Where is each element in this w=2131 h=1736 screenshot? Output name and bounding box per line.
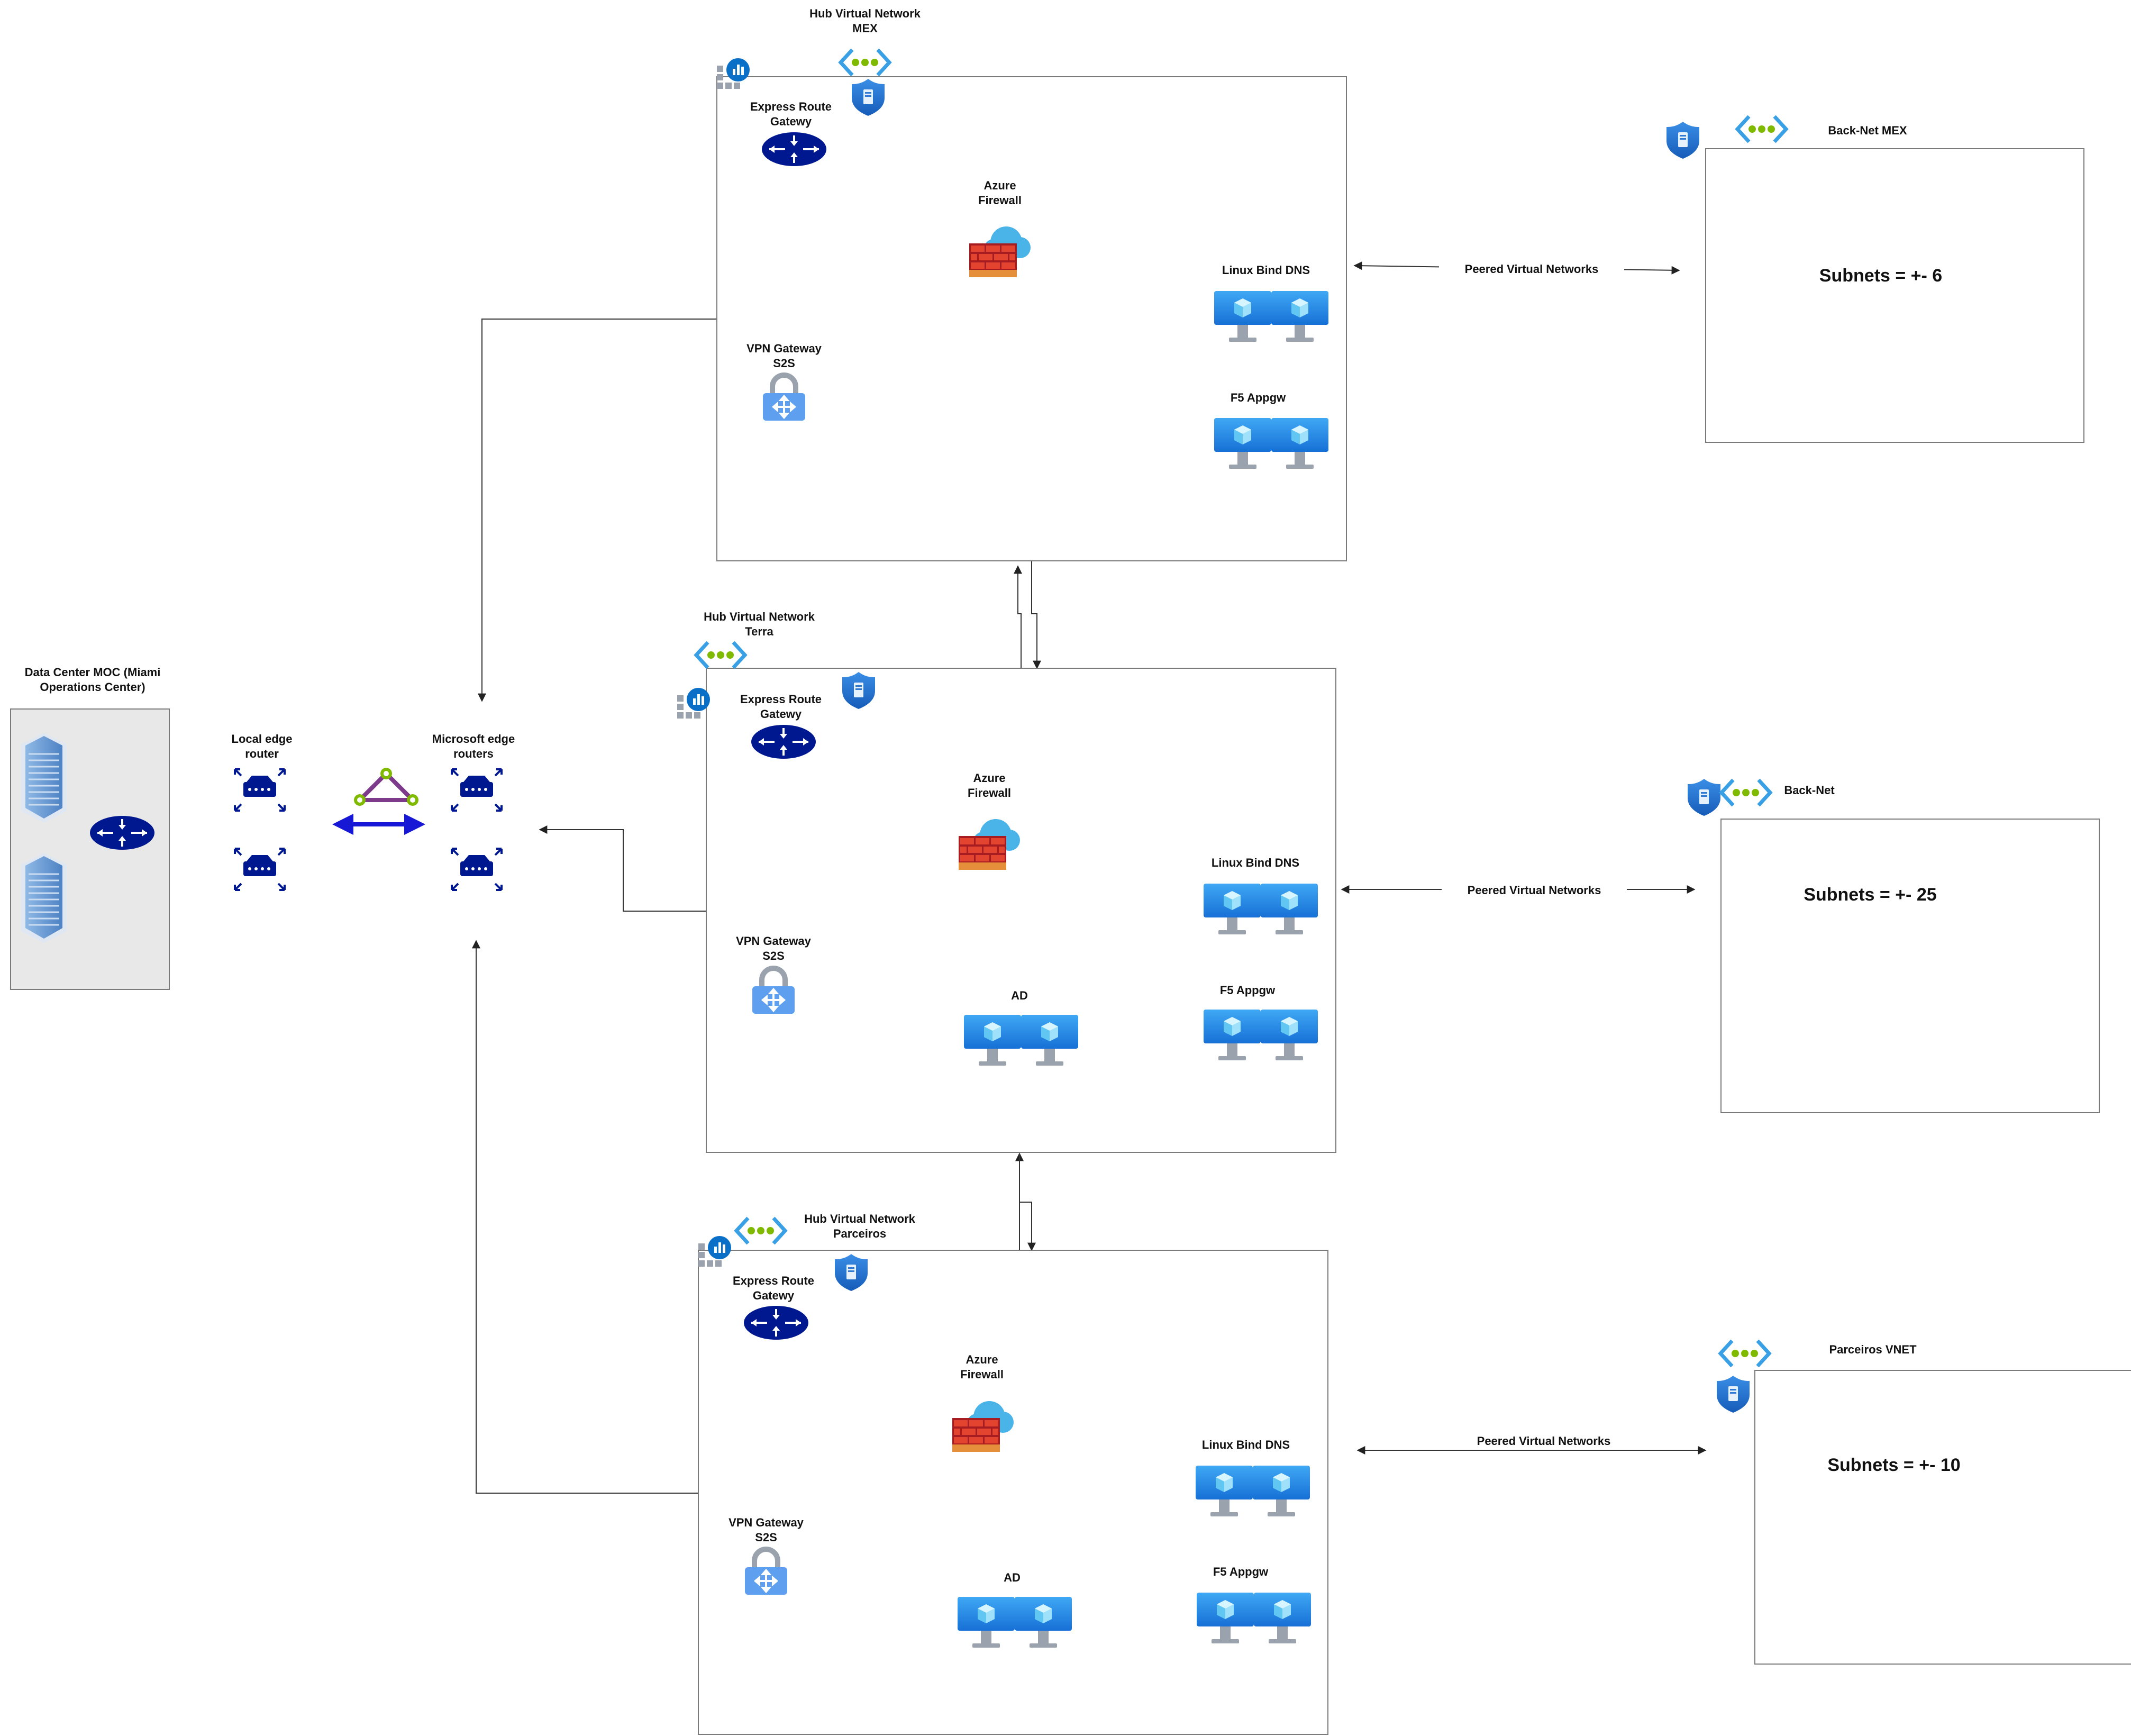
vnet-icon bbox=[841, 50, 889, 75]
shield-icon bbox=[1717, 1376, 1750, 1413]
hub-mex bbox=[716, 50, 1347, 561]
router-icon bbox=[451, 768, 503, 812]
vnet-icon bbox=[696, 642, 745, 668]
hub-parceiros-appgw-label: F5 Appgw bbox=[1213, 1565, 1269, 1578]
spoke-back-net-subnets: Subnets = +- 25 bbox=[1804, 885, 1937, 905]
express-route-gateway-icon bbox=[89, 815, 156, 851]
peering-label-mex: Peered Virtual Networks bbox=[1439, 262, 1624, 277]
spoke-back-net-mex-title: Back-Net MEX bbox=[1828, 124, 1907, 137]
hub-parceiros bbox=[698, 1218, 1328, 1735]
express-route-gateway-icon bbox=[743, 1305, 809, 1341]
spoke-parceiros-vnet-title: Parceiros VNET bbox=[1829, 1343, 1917, 1356]
shield-icon bbox=[1688, 779, 1720, 816]
express-route-gateway-icon bbox=[761, 131, 827, 167]
server-rack-icon bbox=[20, 852, 68, 944]
spoke-back-net bbox=[1688, 779, 2100, 1113]
monitor-grid-icon bbox=[677, 688, 710, 719]
spoke-back-net-title: Back-Net bbox=[1784, 784, 1835, 797]
hub-parceiros-ad-label: AD bbox=[1004, 1571, 1021, 1584]
connector-terra-to-ms-edge bbox=[539, 825, 706, 912]
connector-mex-to-ms-edge bbox=[478, 319, 717, 702]
hub-terra-appgw-label: F5 Appgw bbox=[1219, 984, 1276, 997]
spoke-back-net-mex bbox=[1666, 116, 2084, 443]
hub-parceiros-dns-label: Linux Bind DNS bbox=[1201, 1438, 1290, 1451]
hub-mex-appgw-label: F5 Appgw bbox=[1230, 391, 1286, 404]
peering-label-terra: Peered Virtual Networks bbox=[1442, 883, 1627, 898]
hub-terra-ad-label: AD bbox=[1011, 989, 1028, 1002]
router-icon bbox=[451, 848, 503, 891]
router-icon bbox=[234, 848, 286, 891]
hub-mex-dns-label: Linux Bind DNS bbox=[1222, 263, 1310, 277]
datacenter-group bbox=[10, 708, 170, 990]
vnet-icon bbox=[1720, 1341, 1769, 1366]
hub-terra-dns-label: Linux Bind DNS bbox=[1211, 856, 1300, 869]
spoke-parceiros-vnet-subnets: Subnets = +- 10 bbox=[1827, 1455, 1961, 1475]
spoke-parceiros-vnet bbox=[1717, 1341, 2131, 1665]
connector-terra-to-parceiros bbox=[1019, 1153, 1036, 1251]
peering-label-parceiros: Peered Virtual Networks bbox=[1477, 1434, 1611, 1448]
connector-mex-to-terra bbox=[1031, 561, 1041, 669]
vnet-icon bbox=[736, 1218, 785, 1243]
server-rack-icon bbox=[20, 732, 68, 824]
shield-icon bbox=[1666, 122, 1699, 159]
connector-terra-to-mex bbox=[1014, 565, 1022, 668]
connector-parceiros-to-ms-edge bbox=[472, 940, 698, 1494]
hub-terra bbox=[677, 642, 1336, 1153]
express-route-gateway-icon bbox=[750, 724, 817, 760]
spoke-back-net-mex-subnets: Subnets = +- 6 bbox=[1819, 266, 1943, 286]
router-icon bbox=[234, 768, 286, 812]
expressroute-circuit-icon bbox=[354, 768, 418, 806]
vnet-icon bbox=[1737, 116, 1786, 142]
